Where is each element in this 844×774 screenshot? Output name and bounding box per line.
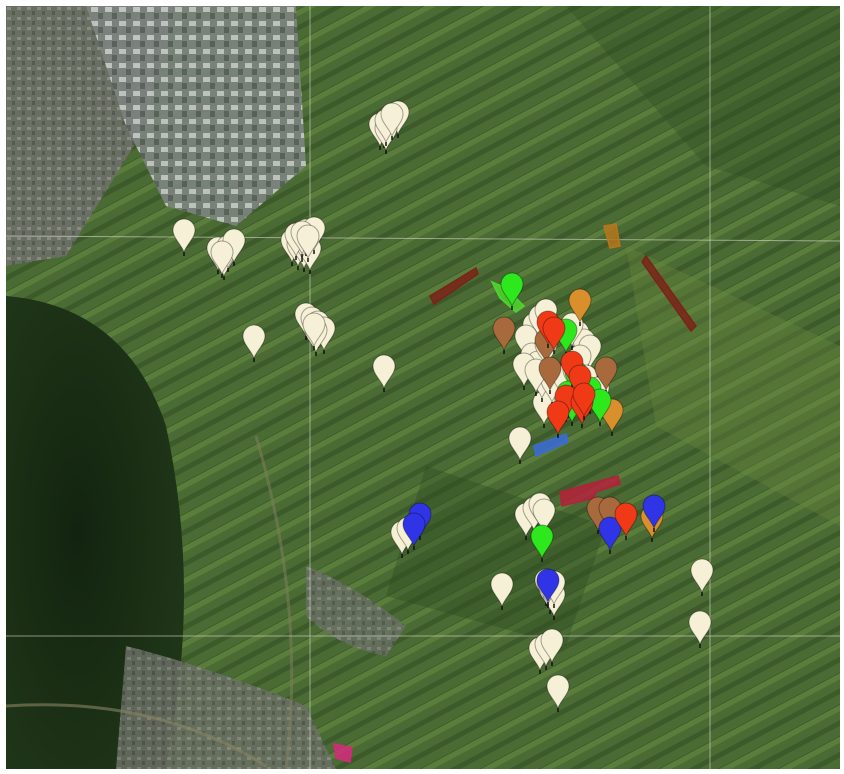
dark-red-plot[interactable] [641,254,697,333]
cream-map-marker[interactable] [242,324,266,362]
plot-overlays [333,223,697,763]
terrain-layer [6,6,840,769]
cream-map-marker[interactable] [302,312,326,350]
orange-plot[interactable] [603,223,621,249]
cream-map-marker[interactable] [296,224,320,262]
satellite-map[interactable] [6,6,840,769]
brown-map-marker[interactable] [538,356,562,394]
green-map-marker[interactable] [530,524,554,562]
cream-map-marker[interactable] [172,218,196,256]
crimson-plot[interactable] [559,475,621,507]
cream-map-marker[interactable] [546,674,570,712]
dark-red-plot[interactable] [429,266,479,306]
marker-layer[interactable] [172,100,714,712]
red-map-marker[interactable] [614,502,638,540]
red-map-marker[interactable] [542,316,566,354]
brown-map-marker[interactable] [492,316,516,354]
cream-map-marker[interactable] [508,426,532,464]
cream-map-marker[interactable] [688,610,712,648]
orange-map-marker[interactable] [568,288,592,326]
green-map-marker[interactable] [500,272,524,310]
red-map-marker[interactable] [572,382,596,420]
magenta-plot[interactable] [333,743,353,763]
blue-map-marker[interactable] [642,494,666,532]
cream-map-marker[interactable] [690,558,714,596]
cream-map-marker[interactable] [380,102,404,140]
cream-map-marker[interactable] [490,572,514,610]
map-canvas[interactable] [6,6,840,769]
blue-map-marker[interactable] [536,568,560,606]
cream-map-marker[interactable] [372,354,396,392]
blue-plot[interactable] [533,433,569,458]
red-map-marker[interactable] [546,400,570,438]
cream-map-marker[interactable] [210,240,234,278]
cream-map-marker[interactable] [540,628,564,666]
blue-map-marker[interactable] [402,512,426,550]
blue-map-marker[interactable] [598,516,622,554]
